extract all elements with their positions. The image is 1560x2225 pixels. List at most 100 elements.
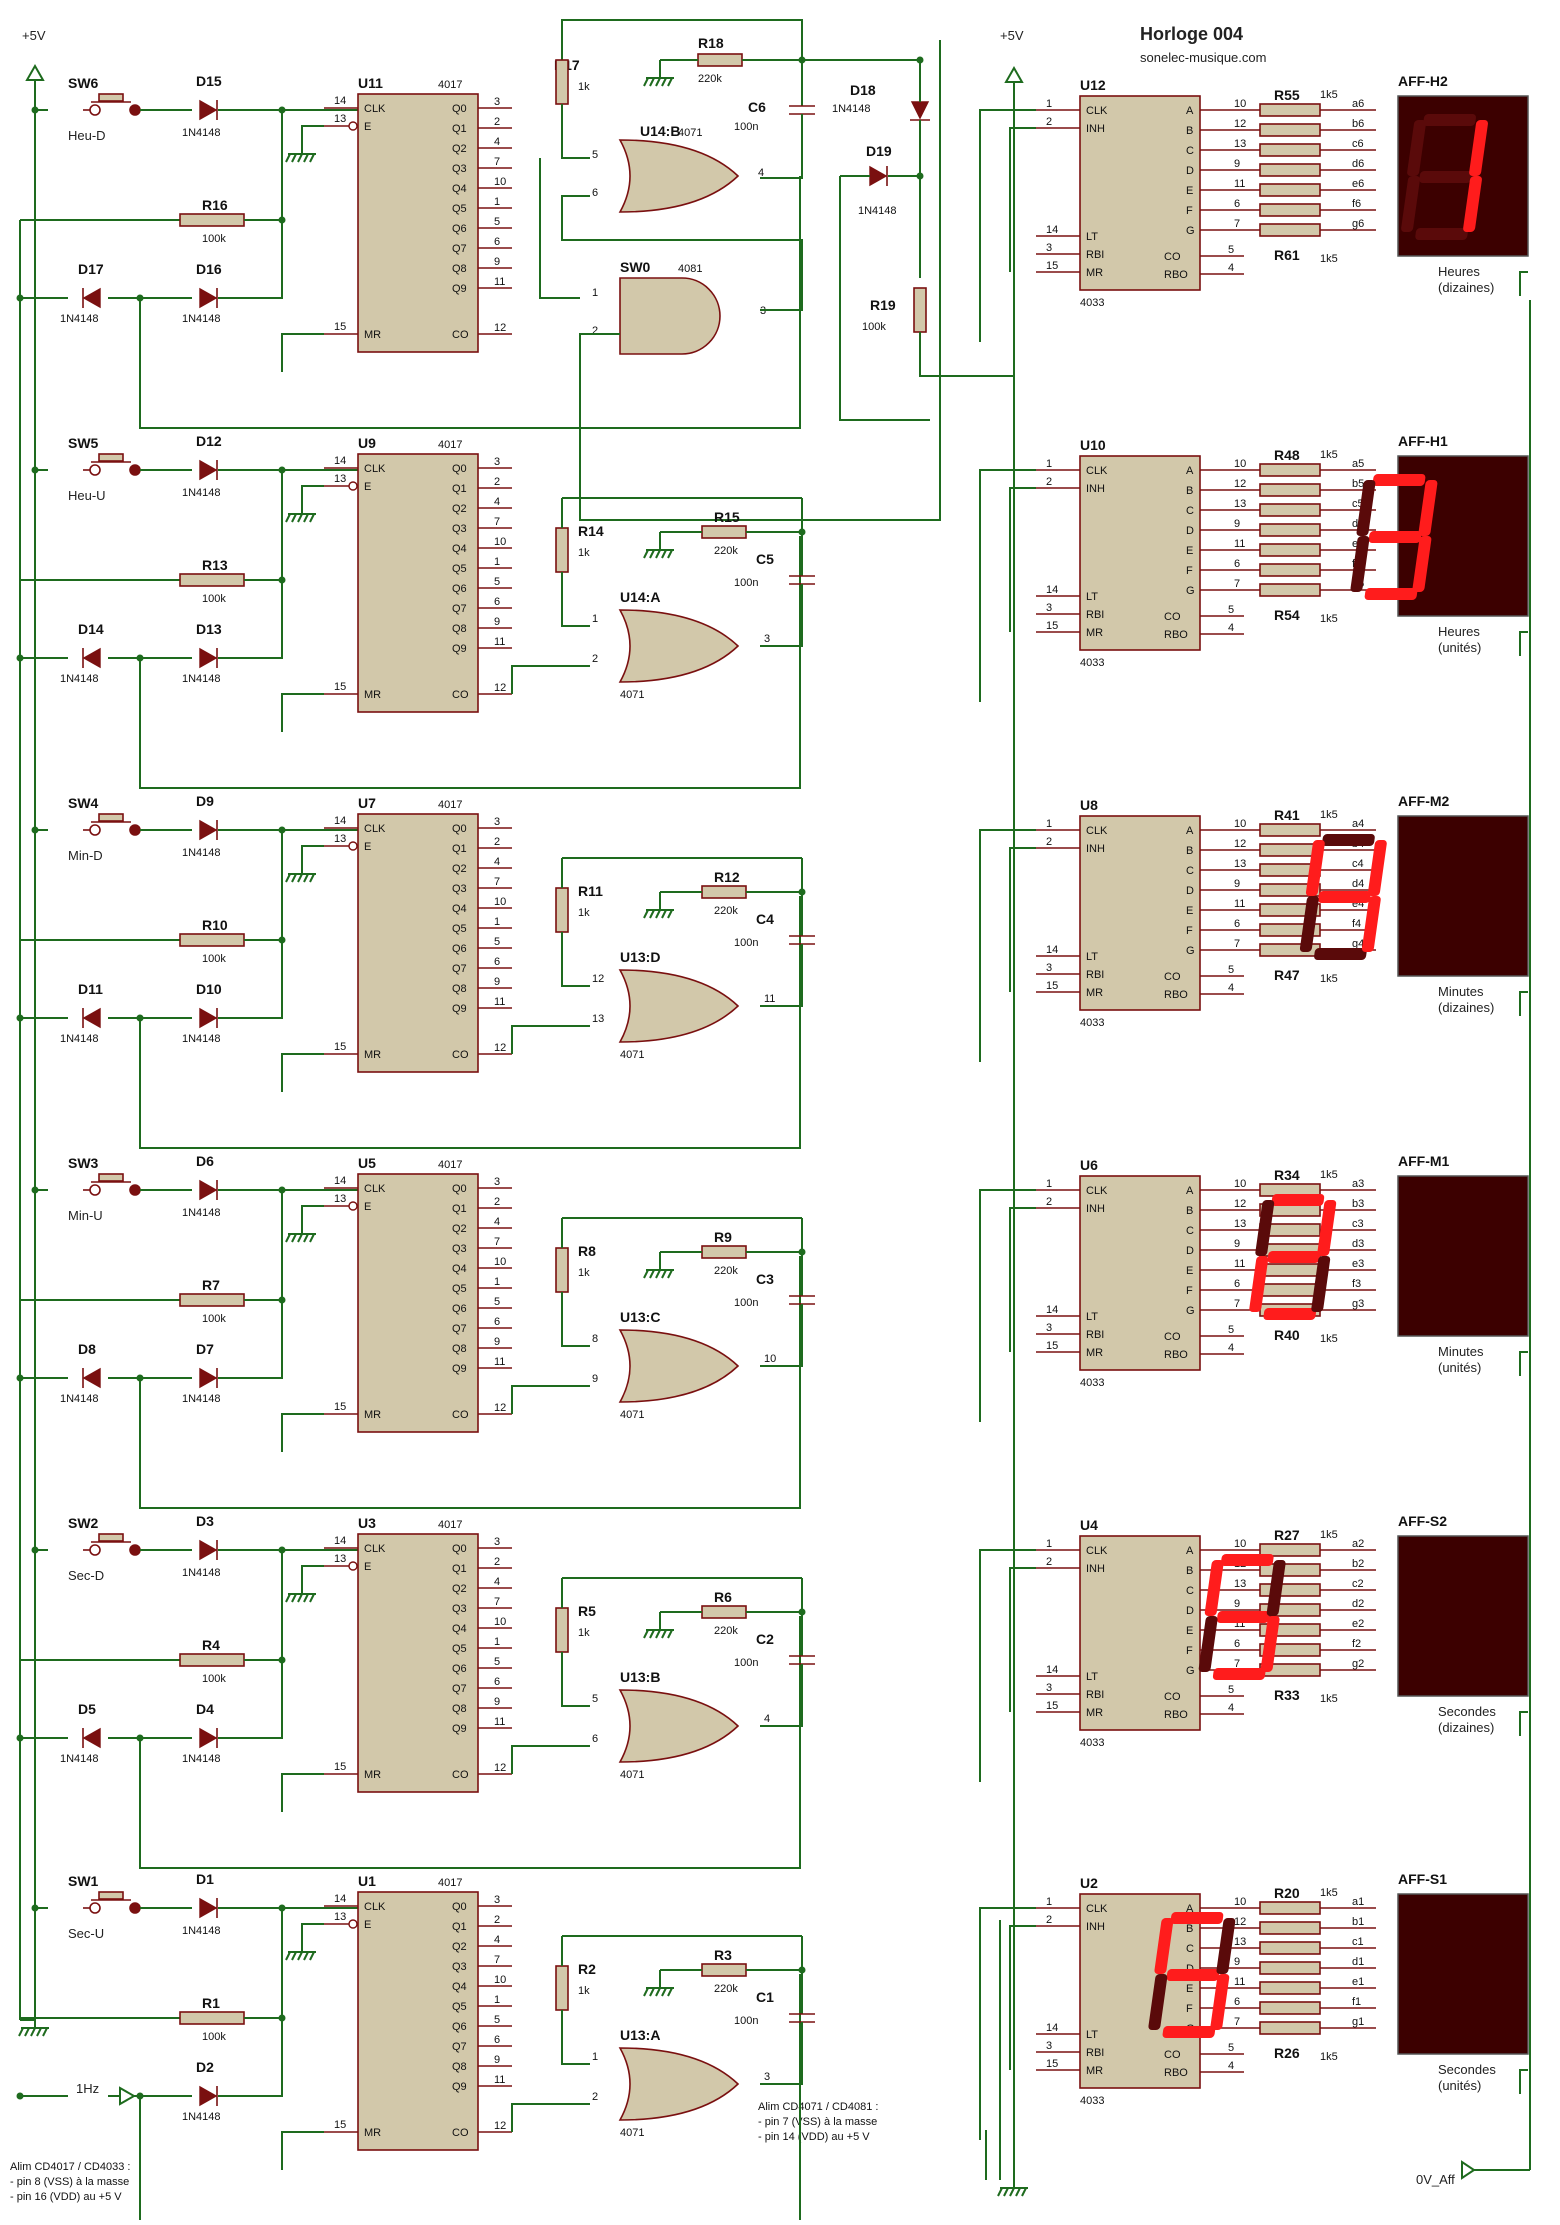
ic-ref: U7 [358, 795, 376, 811]
capacitor-value: 100n [734, 1297, 758, 1309]
resistor-array-ref-top: R34 [1274, 1167, 1300, 1183]
pin-number: 2 [494, 836, 500, 848]
pin-name: E [1186, 1625, 1193, 1637]
seven-segment-display [1198, 1535, 1529, 1697]
pin-name: E [364, 1201, 371, 1213]
inversion-bubble [348, 1561, 358, 1571]
segment-a [1271, 1194, 1325, 1206]
diode-ref: D8 [78, 1341, 96, 1357]
pin-name: Q0 [452, 1183, 467, 1195]
switch-label: Sec-D [68, 1568, 104, 1583]
capacitor-ref: C2 [756, 1631, 774, 1647]
capacitor-value: 100n [734, 1657, 758, 1669]
wire [511, 1385, 590, 1414]
pull-resistor-ref: R16 [202, 197, 228, 213]
pin-name: MR [364, 2127, 381, 2139]
pin-name: LT [1086, 1311, 1098, 1323]
stage-u5: SW3Min-UD61N4148R7100kD81N4148D71N4148U5… [16, 1153, 1529, 1509]
resistor-array-value-top: 1k5 [1320, 89, 1338, 101]
resistor-value: 220k [714, 545, 738, 557]
diode-ref: D12 [196, 433, 222, 449]
gate-type: 4071 [620, 1769, 644, 1781]
wire [218, 1660, 283, 1739]
pin-number: 10 [1234, 818, 1246, 830]
ground-hatch [297, 1593, 303, 1603]
pin-number: 7 [1234, 1298, 1240, 1310]
pin-name: RBO [1164, 629, 1188, 641]
junction-dot [31, 826, 39, 834]
pin-name: CO [452, 329, 469, 341]
pin-name: Q7 [452, 963, 467, 975]
clock-input-label: 1Hz [76, 2081, 99, 2096]
pin-name: MR [1086, 2065, 1103, 2077]
button-contact [89, 824, 101, 836]
ic-body [1079, 1893, 1201, 2089]
segment-net-label: g4 [1352, 938, 1364, 950]
ground-hatch [285, 1951, 291, 1961]
segment-g [1419, 171, 1472, 183]
pin-number: 15 [1046, 980, 1058, 992]
pin-name: E [1186, 905, 1193, 917]
pin-number: 13 [1234, 858, 1246, 870]
wire [511, 1025, 590, 1054]
button-contact [89, 1902, 101, 1914]
ic-ref: U5 [358, 1155, 376, 1171]
pin-number: 1 [1046, 1178, 1052, 1190]
junction-dot [16, 1374, 24, 1382]
pin-number: 2 [1046, 836, 1052, 848]
pin-name: CO [1164, 2049, 1181, 2061]
display-label-1: Minutes [1438, 1344, 1484, 1359]
pin-name: Q0 [452, 1901, 467, 1913]
resistor-body [1259, 503, 1321, 517]
sw0-type: 4081 [678, 263, 702, 275]
pin-name: CLK [1086, 1545, 1108, 1557]
pin-name: Q2 [452, 863, 467, 875]
zero-v-label: 0V_Aff [1416, 2172, 1455, 2187]
pin-number: 6 [494, 2034, 500, 2046]
segment-b [1367, 840, 1387, 896]
display-ref: AFF-M1 [1398, 1153, 1450, 1169]
pin-number: 5 [1228, 604, 1234, 616]
ground-symbol [285, 1944, 316, 1961]
wire [218, 580, 283, 659]
switch-ref: SW6 [68, 75, 99, 91]
pin-name: MR [1086, 1347, 1103, 1359]
display-label-2: (unités) [1438, 640, 1481, 655]
pin-name: A [1186, 105, 1194, 117]
pin-number: 5 [1228, 1324, 1234, 1336]
pin-number: 9 [494, 256, 500, 268]
pin-number: 9 [494, 2054, 500, 2066]
resistor-body [1259, 1263, 1321, 1277]
pin-name: Q1 [452, 483, 467, 495]
pin-number: 10 [494, 896, 506, 908]
ground-hatch [285, 1593, 291, 1603]
pin-number: 11 [494, 996, 505, 1008]
junction-dot [16, 654, 24, 662]
ic-type: 4033 [1080, 1017, 1104, 1029]
segment-e [1401, 176, 1420, 232]
resistor-body [1259, 1921, 1321, 1935]
ground-hatch [661, 909, 667, 919]
resistor-value: 220k [714, 905, 738, 917]
pin-name: Q6 [452, 583, 467, 595]
gate-pin: 12 [592, 973, 604, 985]
ground-hatch [655, 549, 661, 559]
u14b-type: 4071 [678, 127, 702, 139]
top-control-block [539, 19, 1014, 521]
pin-number: 2 [494, 1556, 500, 1568]
pin-name: CO [452, 1769, 469, 1781]
inversion-bubble [348, 1919, 358, 1929]
resistor-body [1259, 843, 1321, 857]
resistor-body [1259, 463, 1321, 477]
wire [1009, 1925, 1036, 2070]
pin-number: 9 [494, 1336, 500, 1348]
pin-name: Q2 [452, 1941, 467, 1953]
segment-net-label: f4 [1352, 918, 1361, 930]
segment-d [1162, 2026, 1216, 2038]
diode-value: 1N4148 [60, 673, 99, 685]
pin-name: Q3 [452, 523, 467, 535]
switch-ref: SW1 [68, 1873, 99, 1889]
site-credit: sonelec-musique.com [1140, 50, 1266, 65]
